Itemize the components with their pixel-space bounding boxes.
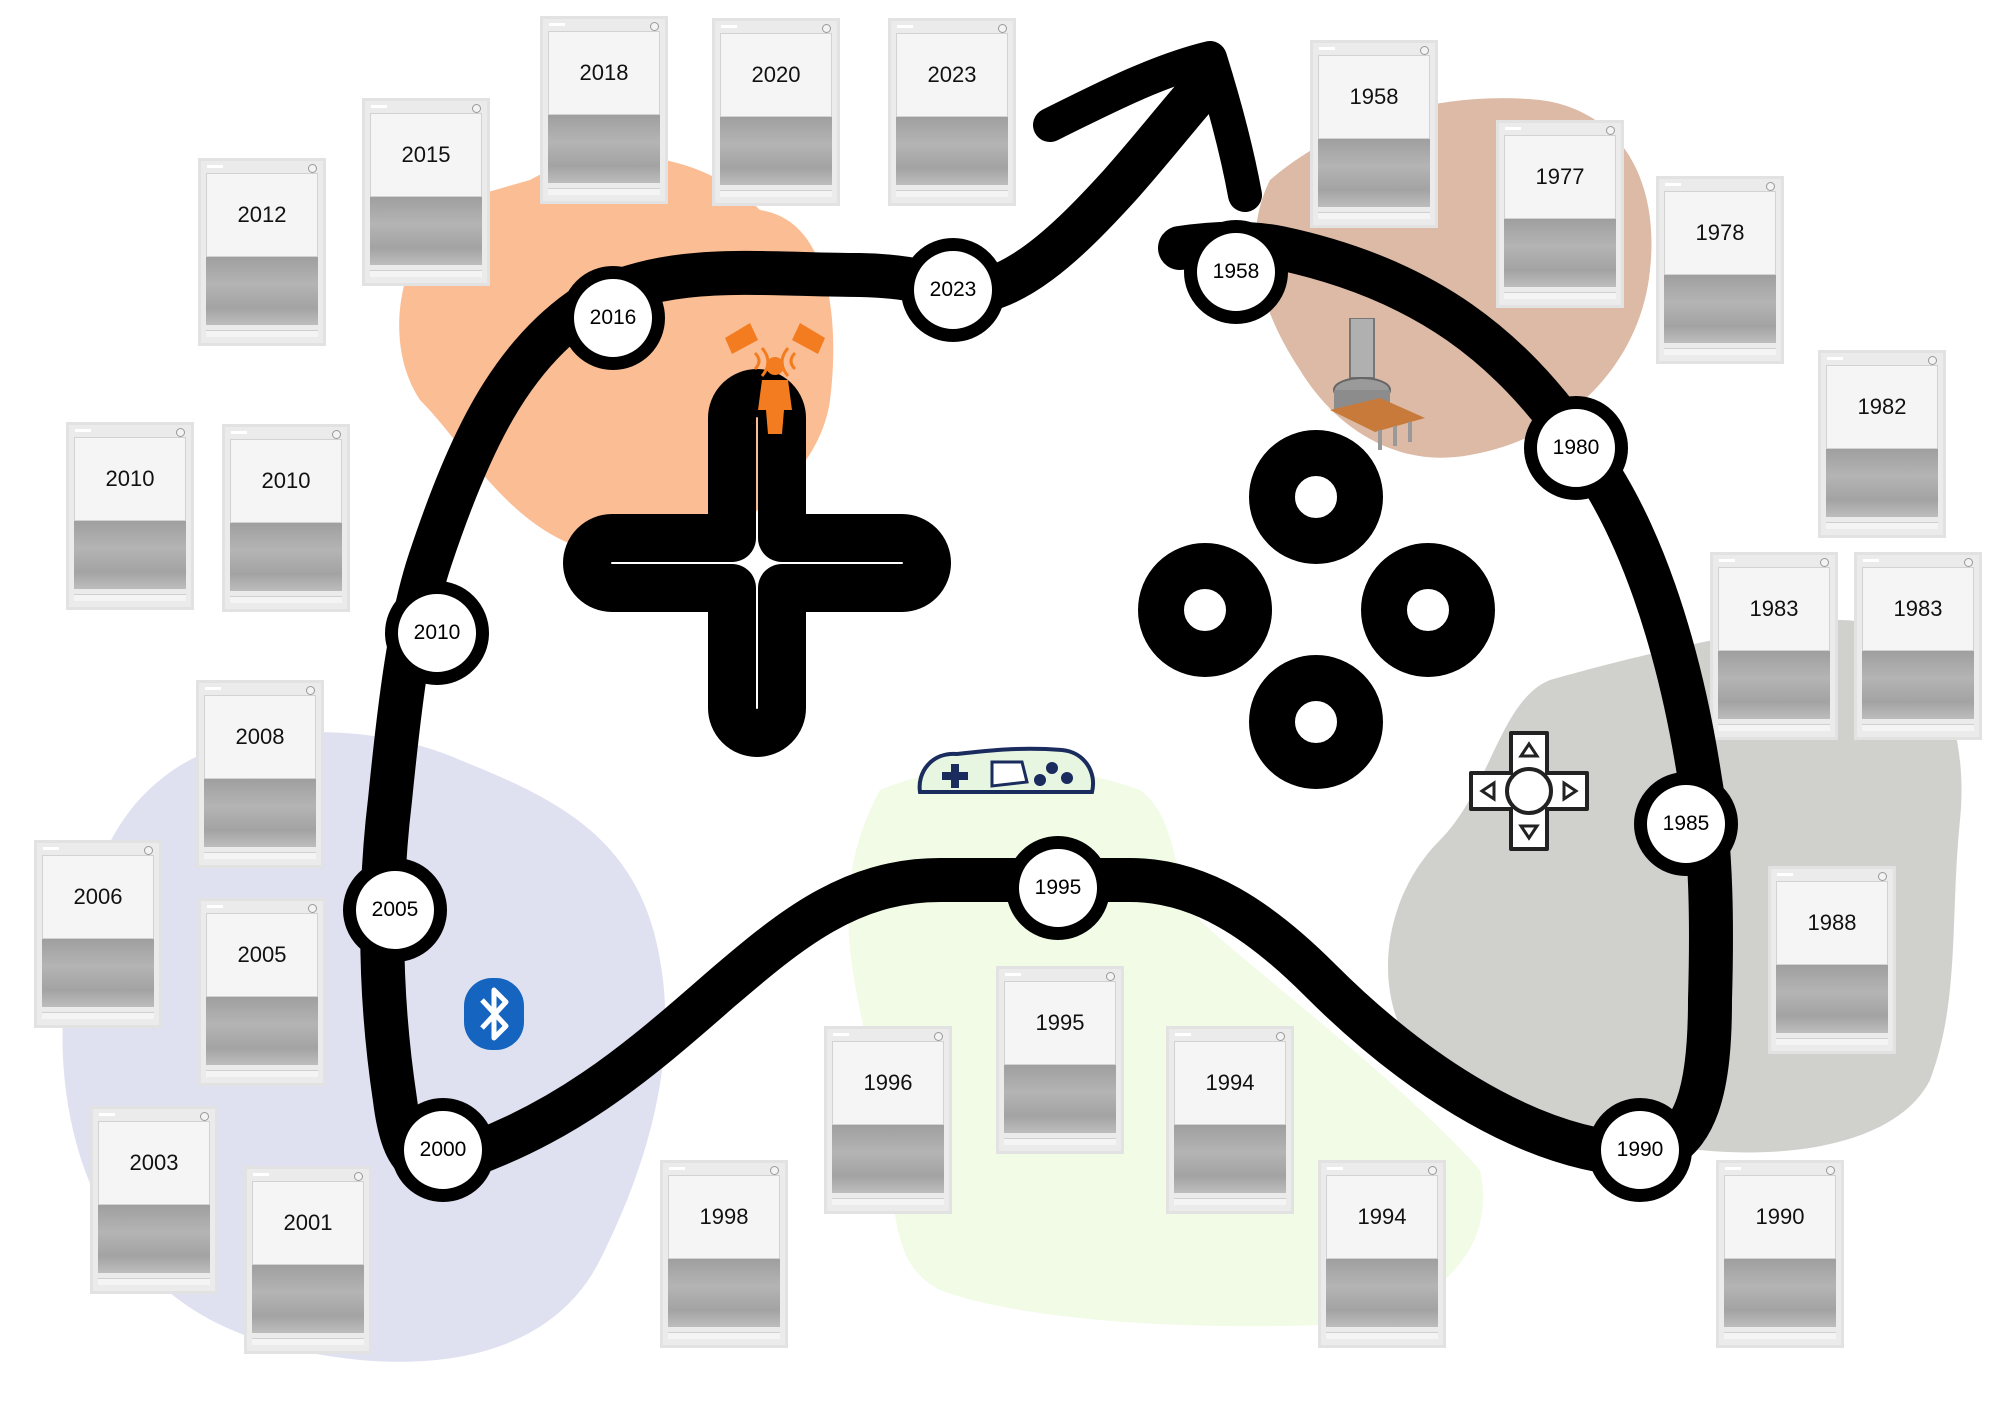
year-card-label: 1998 bbox=[668, 1175, 780, 1259]
year-card: 1958 bbox=[1310, 40, 1438, 228]
year-card: 1978 bbox=[1656, 176, 1784, 364]
year-card-label: 2001 bbox=[252, 1181, 364, 1265]
year-card-label: 2018 bbox=[548, 31, 660, 115]
year-card: 2005 bbox=[198, 898, 326, 1086]
dpad-icon bbox=[1469, 731, 1589, 851]
arrow-head bbox=[1033, 41, 1262, 212]
timeline-node: 2016 bbox=[561, 266, 665, 370]
year-card-label: 2012 bbox=[206, 173, 318, 257]
timeline-node: 2010 bbox=[385, 581, 489, 685]
timeline-node: 1980 bbox=[1524, 396, 1628, 500]
year-card: 1990 bbox=[1716, 1160, 1844, 1348]
year-card: 2018 bbox=[540, 16, 668, 204]
year-card-label: 1994 bbox=[1174, 1041, 1286, 1125]
timeline-node: 1958 bbox=[1184, 220, 1288, 324]
year-card-label: 1994 bbox=[1326, 1175, 1438, 1259]
year-card: 2023 bbox=[888, 18, 1016, 206]
year-card: 2012 bbox=[198, 158, 326, 346]
year-card: 1988 bbox=[1768, 866, 1896, 1054]
year-card: 1977 bbox=[1496, 120, 1624, 308]
timeline-node: 2023 bbox=[901, 238, 1005, 342]
potentiometer-icon bbox=[1330, 318, 1425, 450]
year-card: 2015 bbox=[362, 98, 490, 286]
gamepad-icon bbox=[917, 746, 1096, 794]
year-card-label: 2010 bbox=[230, 439, 342, 523]
face-button-bottom bbox=[1249, 655, 1383, 789]
year-card-label: 2003 bbox=[98, 1121, 210, 1205]
year-card: 1994 bbox=[1318, 1160, 1446, 1348]
year-card: 2020 bbox=[712, 18, 840, 206]
bluetooth-icon bbox=[464, 978, 524, 1050]
year-card-label: 1983 bbox=[1718, 567, 1830, 651]
year-card: 1994 bbox=[1166, 1026, 1294, 1214]
year-card: 1996 bbox=[824, 1026, 952, 1214]
year-card-label: 2020 bbox=[720, 33, 832, 117]
year-card: 1995 bbox=[996, 966, 1124, 1154]
year-card-label: 2010 bbox=[74, 437, 186, 521]
year-card-label: 2006 bbox=[42, 855, 154, 939]
year-card-label: 2023 bbox=[896, 33, 1008, 117]
face-button-left bbox=[1138, 543, 1272, 677]
motion-sensor-icon bbox=[725, 323, 825, 434]
year-card-label: 1982 bbox=[1826, 365, 1938, 449]
face-button-right bbox=[1361, 543, 1495, 677]
timeline-node: 1985 bbox=[1634, 772, 1738, 876]
year-card-label: 1996 bbox=[832, 1041, 944, 1125]
face-button-top bbox=[1249, 430, 1383, 564]
year-card-label: 1978 bbox=[1664, 191, 1776, 275]
year-card: 2006 bbox=[34, 840, 162, 1028]
year-card-label: 1977 bbox=[1504, 135, 1616, 219]
timeline-node: 2000 bbox=[391, 1098, 495, 1202]
year-card: 2001 bbox=[244, 1166, 372, 1354]
year-card-label: 1958 bbox=[1318, 55, 1430, 139]
year-card-label: 2005 bbox=[206, 913, 318, 997]
year-card: 2003 bbox=[90, 1106, 218, 1294]
timeline-node: 1995 bbox=[1006, 836, 1110, 940]
timeline-node: 2005 bbox=[343, 858, 447, 962]
year-card: 2010 bbox=[222, 424, 350, 612]
year-card-label: 1990 bbox=[1724, 1175, 1836, 1259]
year-card: 1998 bbox=[660, 1160, 788, 1348]
year-card: 1982 bbox=[1818, 350, 1946, 538]
year-card: 1983 bbox=[1854, 552, 1982, 740]
year-card-label: 1988 bbox=[1776, 881, 1888, 965]
year-card-label: 2015 bbox=[370, 113, 482, 197]
year-card-label: 1983 bbox=[1862, 567, 1974, 651]
year-card: 2008 bbox=[196, 680, 324, 868]
year-card-label: 2008 bbox=[204, 695, 316, 779]
year-card: 1983 bbox=[1710, 552, 1838, 740]
timeline-node: 1990 bbox=[1588, 1098, 1692, 1202]
year-card: 2010 bbox=[66, 422, 194, 610]
year-card-label: 1995 bbox=[1004, 981, 1116, 1065]
